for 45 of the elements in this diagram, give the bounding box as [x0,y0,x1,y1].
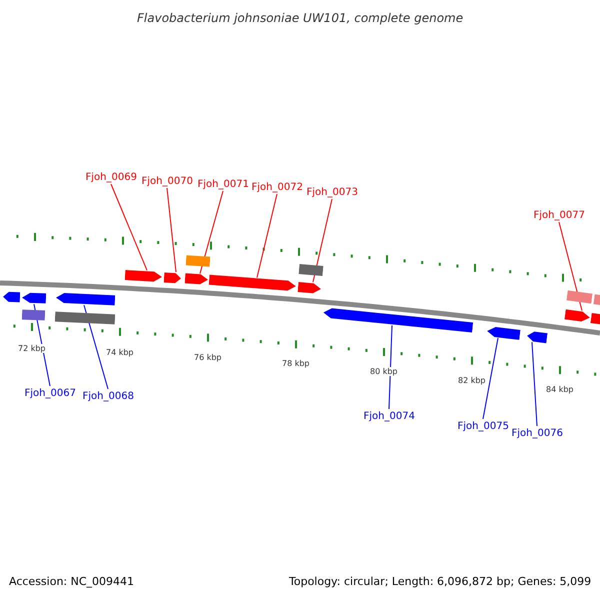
gene-feature [164,271,182,284]
gene-feature [2,291,20,304]
feature-block [54,310,116,326]
leader-line [110,184,148,271]
gene-label: Fjoh_0069 [86,172,137,182]
gene-label: Fjoh_0070 [142,176,193,186]
gene-label: Fjoh_0068 [82,390,134,402]
leader-line [200,190,224,274]
leader-line [558,222,582,312]
gene-label: Fjoh_0073 [306,186,358,198]
title: Flavobacterium johnsoniae UW101, complete genome [137,11,464,25]
gene-label: Fjoh_0076 [512,428,563,438]
leader-line [312,198,332,283]
scale-label: 80 kbp [369,366,399,376]
leader-line [84,304,108,390]
leader-line [482,338,498,420]
gene-feature [184,272,208,286]
feature-block [298,262,324,277]
genome-info-text: Topology: circular; Length: 6,096,872 bp; Genes: 5,099 [289,574,592,588]
gene-feature [56,292,116,307]
gene-label: Fjoh_0075 [458,420,509,432]
gene-label: Fjoh_0071 [198,178,249,190]
gene-label: Fjoh_0072 [252,182,303,192]
gene-label: Fjoh_0067 [24,388,76,398]
gene-feature [322,306,474,334]
scale-label: 78 kbp [281,358,311,368]
scale-label: 74 kbp [105,348,135,356]
scale-label: 82 kbp [457,376,487,384]
gene-feature [22,292,46,305]
leader-line [388,324,392,410]
leader-line [166,188,176,273]
scale-label: 76 kbp [193,352,223,362]
gene-feature [526,330,548,344]
leader-line [256,194,278,278]
scale-label: 72 kbp [17,344,47,352]
gene-feature [298,280,322,295]
gene-feature [486,324,521,341]
leader-line [34,304,50,386]
feature-block [22,308,46,322]
gene-label: Fjoh_0074 [364,410,415,422]
feature-block [186,254,210,268]
accession-text: Accession: NC_009441 [9,574,134,588]
gene-label: Fjoh_0077 [534,210,585,220]
leader-line [532,342,538,426]
scale-label: 84 kbp [545,384,575,394]
